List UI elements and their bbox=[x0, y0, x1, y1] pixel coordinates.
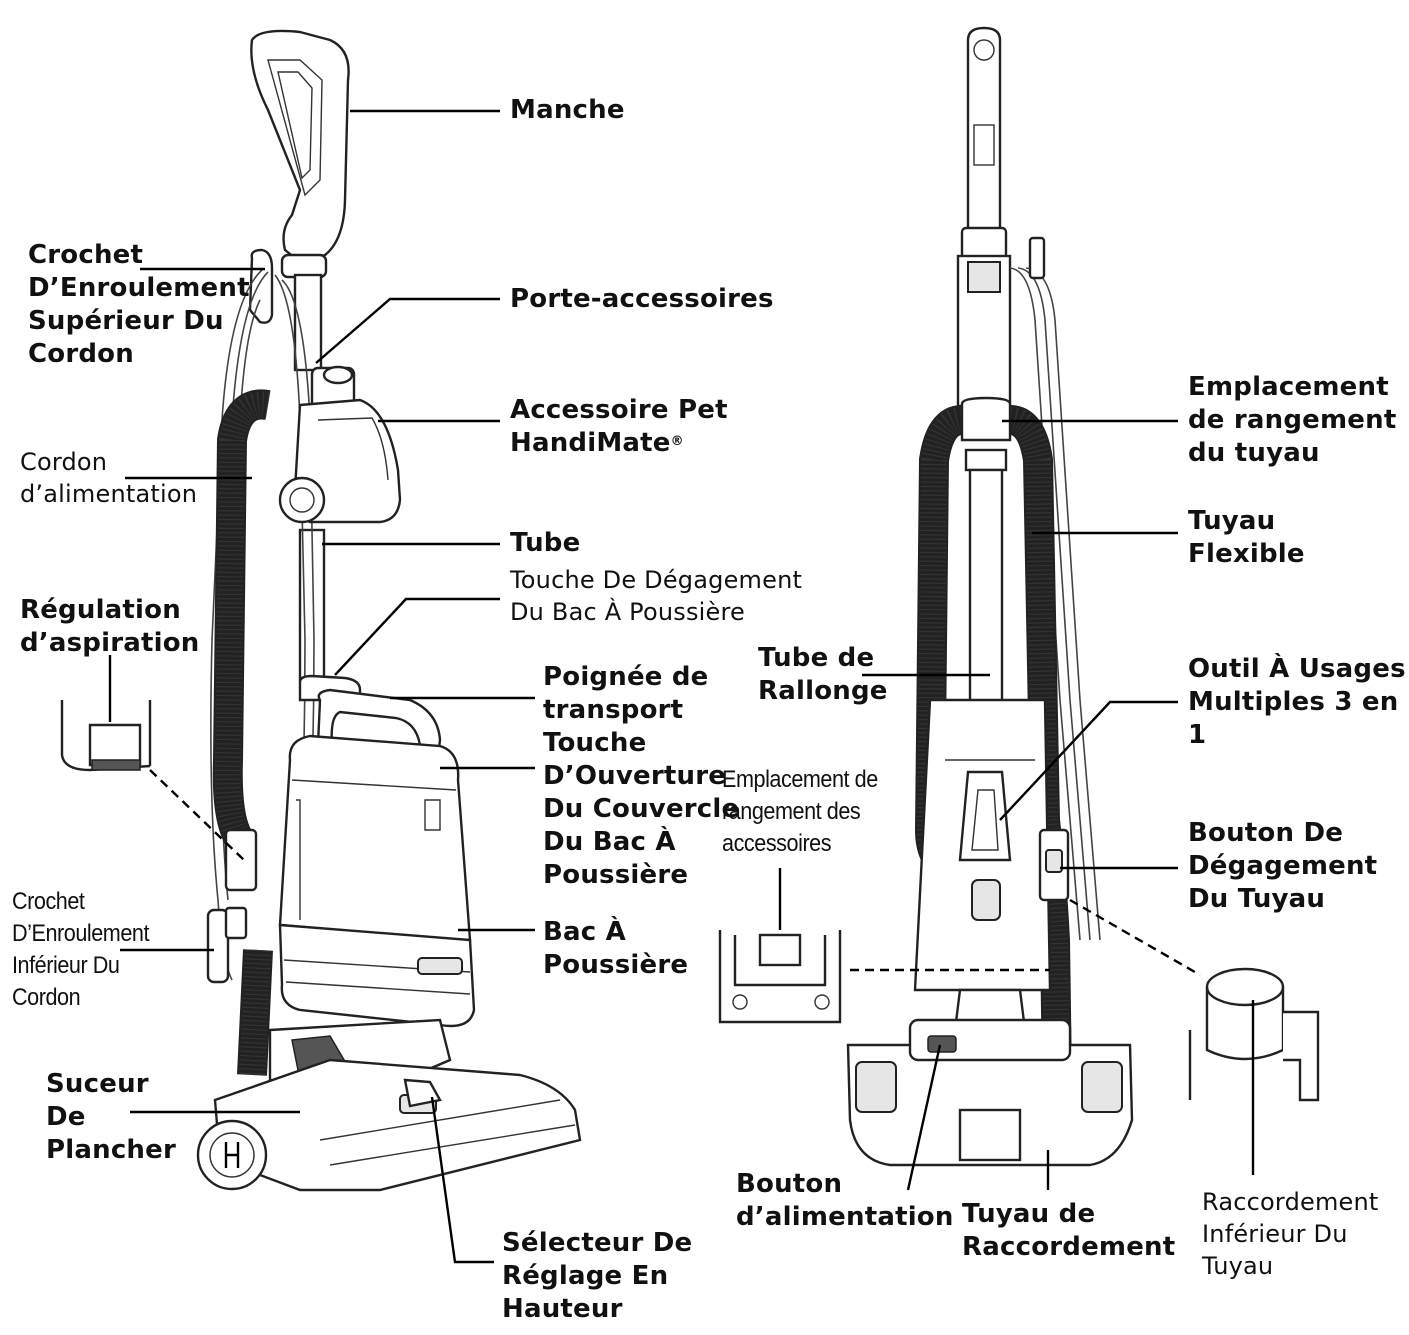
label-porte-accessoires: Porte-accessoires bbox=[510, 284, 774, 314]
back-body bbox=[913, 698, 1070, 992]
back-base bbox=[846, 988, 1134, 1167]
label-tuyau-flexible: Tuyau Flexible bbox=[1188, 506, 1305, 569]
label-manche: Manche bbox=[510, 95, 625, 125]
label-selecteur-hauteur: Sélecteur De Réglage En Hauteur bbox=[502, 1228, 693, 1324]
label-bouton-alimentation: Bouton d’alimentation bbox=[736, 1169, 954, 1232]
label-emplacement-tuyau: Emplacement de rangement du tuyau bbox=[1188, 372, 1397, 468]
accessory-storage-inset bbox=[718, 930, 842, 1024]
lower-cord-hook bbox=[206, 828, 258, 984]
label-tube: Tube bbox=[510, 528, 581, 558]
back-handle bbox=[956, 26, 1012, 408]
back-vacuum-drawing bbox=[718, 26, 1320, 1167]
handle-grip bbox=[250, 29, 350, 264]
front-vacuum-drawing bbox=[60, 29, 582, 1192]
floor-nozzle bbox=[196, 1018, 582, 1192]
label-touche-degagement-bac: Touche De Dégagement Du Bac À Poussière bbox=[510, 566, 803, 626]
label-bouton-degagement-tuyau: Bouton De Dégagement Du Tuyau bbox=[1188, 818, 1378, 914]
registered-mark: ® bbox=[670, 434, 684, 449]
label-crochet-superieur: Crochet D’Enroulement Supérieur Du Cordo… bbox=[28, 240, 250, 369]
label-tuyau-raccordement: Tuyau de Raccordement bbox=[962, 1199, 1176, 1262]
label-emplacement-accessoires: Emplacement de rangement des accessoires bbox=[722, 766, 878, 857]
label-suceur-plancher: Suceur De Plancher bbox=[46, 1069, 177, 1165]
label-touche-ouverture-couvercle: Touche D’Ouverture Du Couvercle Du Bac À… bbox=[543, 728, 740, 890]
main-hose bbox=[212, 389, 273, 1076]
label-crochet-inferieur: Crochet D’Enroulement Inférieur Du Cordo… bbox=[12, 888, 150, 1011]
label-raccordement-inferieur: Raccordement Inférieur Du Tuyau bbox=[1202, 1188, 1379, 1280]
label-regulation-aspiration: Régulation d’aspiration bbox=[20, 595, 200, 658]
dust-bin bbox=[278, 674, 476, 1028]
suction-regulation-inset bbox=[60, 700, 152, 772]
label-cordon-alimentation: Cordon d’alimentation bbox=[20, 448, 198, 508]
label-bac-poussiere: Bac À Poussière bbox=[543, 917, 689, 980]
accessory-holder bbox=[278, 365, 402, 524]
label-accessoire-pet-text: Accessoire Pet HandiMate bbox=[510, 395, 728, 458]
label-accessoire-pet: Accessoire Pet HandiMate® bbox=[510, 394, 728, 460]
label-outil-usages: Outil À Usages Multiples 3 en 1 bbox=[1188, 654, 1406, 750]
leader-lines bbox=[108, 109, 1255, 1264]
label-tube-rallonge: Tube de Rallonge bbox=[758, 643, 888, 706]
label-poignee-transport: Poignée de transport bbox=[543, 662, 709, 725]
lower-hose-connection-inset bbox=[1188, 967, 1320, 1102]
